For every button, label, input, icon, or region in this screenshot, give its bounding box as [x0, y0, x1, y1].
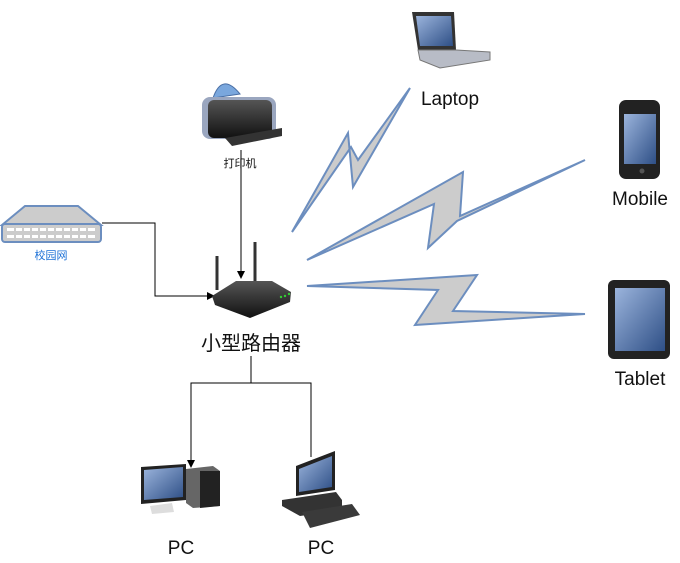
router-label: 小型路由器 [201, 327, 301, 356]
tablet-icon[interactable] [608, 280, 670, 359]
wireless-link-mobile [306, 159, 586, 261]
campus-network-label: 校园网 [34, 249, 68, 262]
laptop-label: Laptop [420, 89, 480, 110]
tablet-label: Tablet [614, 369, 666, 390]
wireless-link-tablet [306, 273, 586, 327]
printer-label: 打印机 [223, 157, 257, 170]
switch-icon[interactable] [0, 205, 104, 243]
wireless-link-laptop [291, 87, 411, 233]
link-campus-router [102, 222, 215, 300]
wireless-router-icon[interactable] [212, 242, 291, 318]
link-router-pc1 [187, 352, 252, 468]
link-router-pc2 [251, 382, 312, 457]
pc2-label: PC [307, 538, 335, 559]
mobile-phone-icon[interactable] [619, 100, 660, 179]
pc1-label: PC [167, 538, 195, 559]
printer-icon[interactable] [202, 83, 282, 146]
workstation-icon[interactable] [282, 451, 360, 528]
desktop-pc-icon[interactable] [141, 464, 220, 514]
mobile-label: Mobile [612, 189, 668, 210]
laptop-icon[interactable] [412, 12, 491, 69]
